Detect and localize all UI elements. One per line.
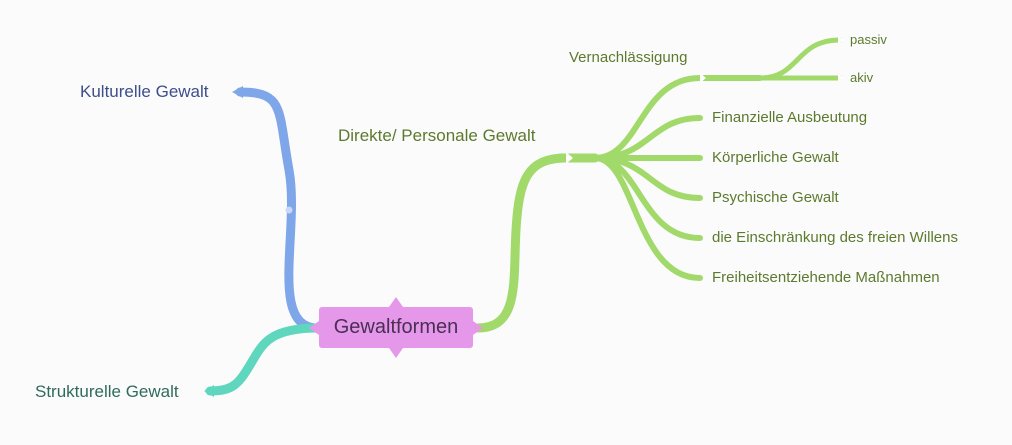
node-kulturelle-gewalt[interactable]: Kulturelle Gewalt <box>80 82 209 101</box>
node-akiv[interactable]: akiv <box>850 70 874 85</box>
root-handle-bottom[interactable] <box>389 348 403 358</box>
node-vernachlaessigung[interactable]: Vernachlässigung <box>569 49 688 66</box>
root-label: Gewaltformen <box>333 316 459 338</box>
junction-marker-direkte <box>566 152 573 164</box>
node-passiv[interactable]: passiv <box>850 32 887 47</box>
arrow-akiv <box>838 74 844 82</box>
node-strukturelle-gewalt[interactable]: Strukturelle Gewalt <box>35 382 179 401</box>
node-finanzielle-ausbeutung[interactable]: Finanzielle Ausbeutung <box>712 109 868 126</box>
arrow-passiv <box>838 36 844 44</box>
connector-strukturelle <box>205 323 323 396</box>
connector-direkte <box>473 153 571 333</box>
root-handle-right[interactable] <box>473 321 483 335</box>
junction-marker-vernachlaessigung <box>700 73 706 83</box>
root-handle-top[interactable] <box>389 297 403 307</box>
arrow-kulturelle <box>232 86 243 98</box>
connector-passiv <box>757 37 843 81</box>
root-handle-left[interactable] <box>309 321 319 335</box>
node-koerperliche-gewalt[interactable]: Körperliche Gewalt <box>712 149 839 166</box>
node-direkte-gewalt[interactable]: Direkte/ Personale Gewalt <box>338 126 536 145</box>
arrow-strukturelle <box>204 385 214 397</box>
node-einschraenkung-freier-wille[interactable]: die Einschränkung des freien Willens <box>712 229 958 246</box>
collapse-dot[interactable] <box>285 206 293 214</box>
connector-freiheit <box>592 155 703 281</box>
node-freiheitsentziehende-massnahmen[interactable]: Freiheitsentziehende Maßnahmen <box>712 269 940 286</box>
root-node[interactable]: Gewaltformen <box>319 307 473 348</box>
connector-kulturelle <box>235 87 323 333</box>
node-psychische-gewalt[interactable]: Psychische Gewalt <box>712 189 839 206</box>
